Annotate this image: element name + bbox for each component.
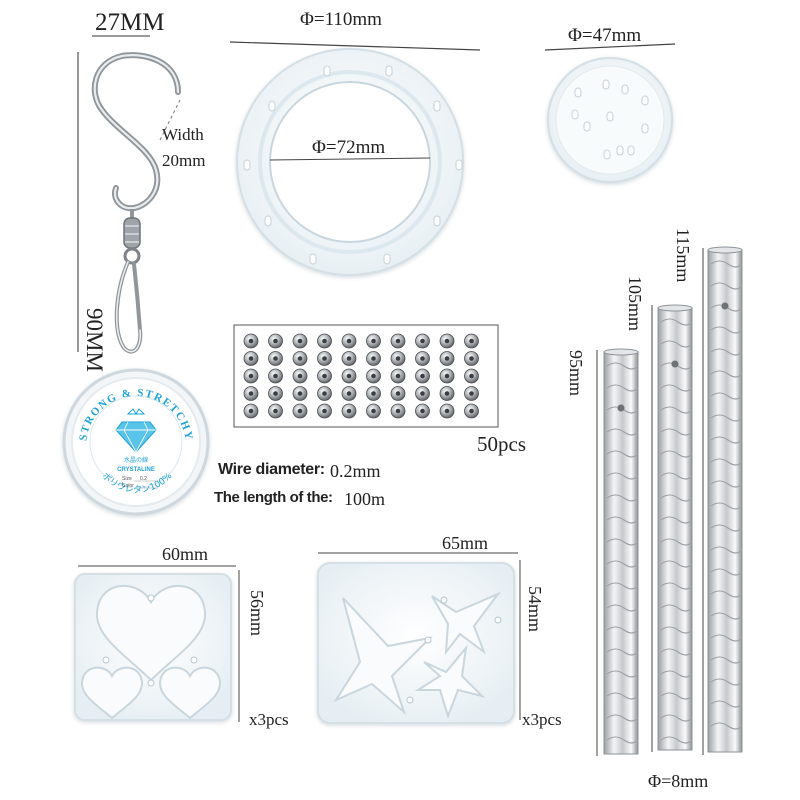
disc-mold-pins bbox=[571, 79, 649, 160]
bead-hole bbox=[248, 408, 254, 414]
ring-mold bbox=[236, 48, 464, 276]
disc-diameter-label: Φ=47mm bbox=[568, 25, 642, 46]
heart-qty-label: x3pcs bbox=[249, 710, 289, 729]
tube-115mm bbox=[707, 246, 743, 753]
spool-size-label: Size bbox=[122, 476, 132, 482]
bead-hole bbox=[469, 373, 474, 379]
hook-width-value: 20mm bbox=[162, 151, 206, 170]
heart-width-label: 60mm bbox=[162, 544, 209, 564]
bead-hole bbox=[248, 356, 254, 361]
bead-hole bbox=[273, 373, 278, 379]
bead-hole bbox=[444, 338, 450, 344]
bead-hole bbox=[322, 373, 327, 379]
bead-hole bbox=[371, 373, 376, 379]
hook-width-label: Width bbox=[162, 125, 204, 144]
bead-hole bbox=[371, 391, 376, 396]
spool-color-label: Color bbox=[122, 483, 134, 489]
heart-height-label: 56mm bbox=[247, 590, 267, 637]
beads-frame bbox=[233, 324, 499, 428]
bead-hole bbox=[469, 408, 474, 414]
ring-mold-pins bbox=[243, 65, 463, 265]
bead-hole bbox=[248, 373, 254, 379]
bead-hole bbox=[297, 373, 303, 379]
bead-hole bbox=[322, 408, 327, 414]
bead-hole bbox=[444, 356, 450, 361]
tube-105-label: 105mm bbox=[625, 276, 645, 332]
bead-hole bbox=[322, 391, 327, 396]
bead-hole bbox=[469, 356, 474, 361]
spool-product-text: CRYSTALINE bbox=[117, 467, 155, 473]
bead-hole bbox=[469, 391, 474, 396]
bead-hole bbox=[420, 391, 425, 396]
bead-hole bbox=[420, 408, 425, 414]
star-qty-label: x3pcs bbox=[522, 710, 562, 729]
bead-hole bbox=[444, 408, 450, 414]
bead-hole bbox=[346, 338, 352, 344]
bead-hole bbox=[395, 356, 401, 361]
wind-chime-tubes bbox=[603, 246, 743, 755]
wire-diameter-value: 0.2mm bbox=[330, 461, 381, 481]
bead-hole bbox=[297, 391, 303, 396]
bead-hole bbox=[297, 338, 303, 344]
spool-jp-title: 水晶の線 bbox=[124, 456, 148, 464]
heart-mold bbox=[74, 573, 232, 721]
bead-hole bbox=[395, 408, 401, 414]
metal-beads-grid bbox=[243, 333, 479, 419]
bead-hole bbox=[371, 408, 376, 414]
star-width-label: 65mm bbox=[442, 533, 489, 553]
bead-hole bbox=[346, 356, 352, 361]
s-hook-with-swivel-clip bbox=[91, 52, 181, 354]
bead-hole bbox=[371, 338, 376, 344]
bead-hole bbox=[444, 391, 450, 396]
bead-hole bbox=[395, 373, 401, 379]
beads-count-label: 50pcs bbox=[477, 432, 526, 456]
bead-hole bbox=[395, 338, 401, 344]
tube-105mm bbox=[657, 304, 693, 751]
tube-diameter-label: Φ=8mm bbox=[648, 771, 709, 791]
bead-hole bbox=[346, 408, 352, 414]
heart-mold-pins bbox=[102, 594, 198, 687]
star-mold bbox=[317, 562, 515, 724]
bead-hole bbox=[322, 356, 327, 361]
hook-width-top-label: 27MM bbox=[95, 9, 165, 36]
bead-hole bbox=[273, 408, 278, 414]
bead-hole bbox=[273, 338, 278, 344]
bead-hole bbox=[297, 408, 303, 414]
tube-115-label: 115mm bbox=[673, 228, 693, 283]
bead-hole bbox=[420, 356, 425, 361]
diamond-logo-icon bbox=[115, 408, 157, 453]
bead-hole bbox=[346, 373, 352, 379]
bead-hole bbox=[248, 391, 254, 396]
bead-hole bbox=[248, 338, 254, 344]
wire-length-label: The length of the: bbox=[214, 489, 333, 506]
bead-hole bbox=[420, 338, 425, 344]
bead-hole bbox=[297, 356, 303, 361]
spool-size-value: 0.2 bbox=[140, 476, 147, 482]
wire-length-value: 100m bbox=[344, 489, 386, 509]
bead-hole bbox=[322, 338, 327, 344]
star-mold-pins bbox=[406, 596, 502, 704]
ring-inner-diameter-label: Φ=72mm bbox=[312, 137, 386, 158]
bead-hole bbox=[469, 338, 474, 344]
bead-hole bbox=[395, 391, 401, 396]
tube-95mm bbox=[603, 348, 639, 755]
bead-hole bbox=[346, 391, 352, 396]
star-height-label: 54mm bbox=[525, 586, 545, 633]
bead-hole bbox=[273, 391, 278, 396]
wire-diameter-label: Wire diameter: bbox=[218, 461, 325, 478]
bead-hole bbox=[444, 373, 450, 379]
hook-height-label: 90MM bbox=[82, 308, 107, 372]
bead-hole bbox=[420, 373, 425, 379]
bead-hole bbox=[371, 356, 376, 361]
ring-outer-diameter-label: Φ=110mm bbox=[300, 9, 382, 30]
bead-hole bbox=[273, 356, 278, 361]
tube-95-label: 95mm bbox=[566, 350, 586, 397]
